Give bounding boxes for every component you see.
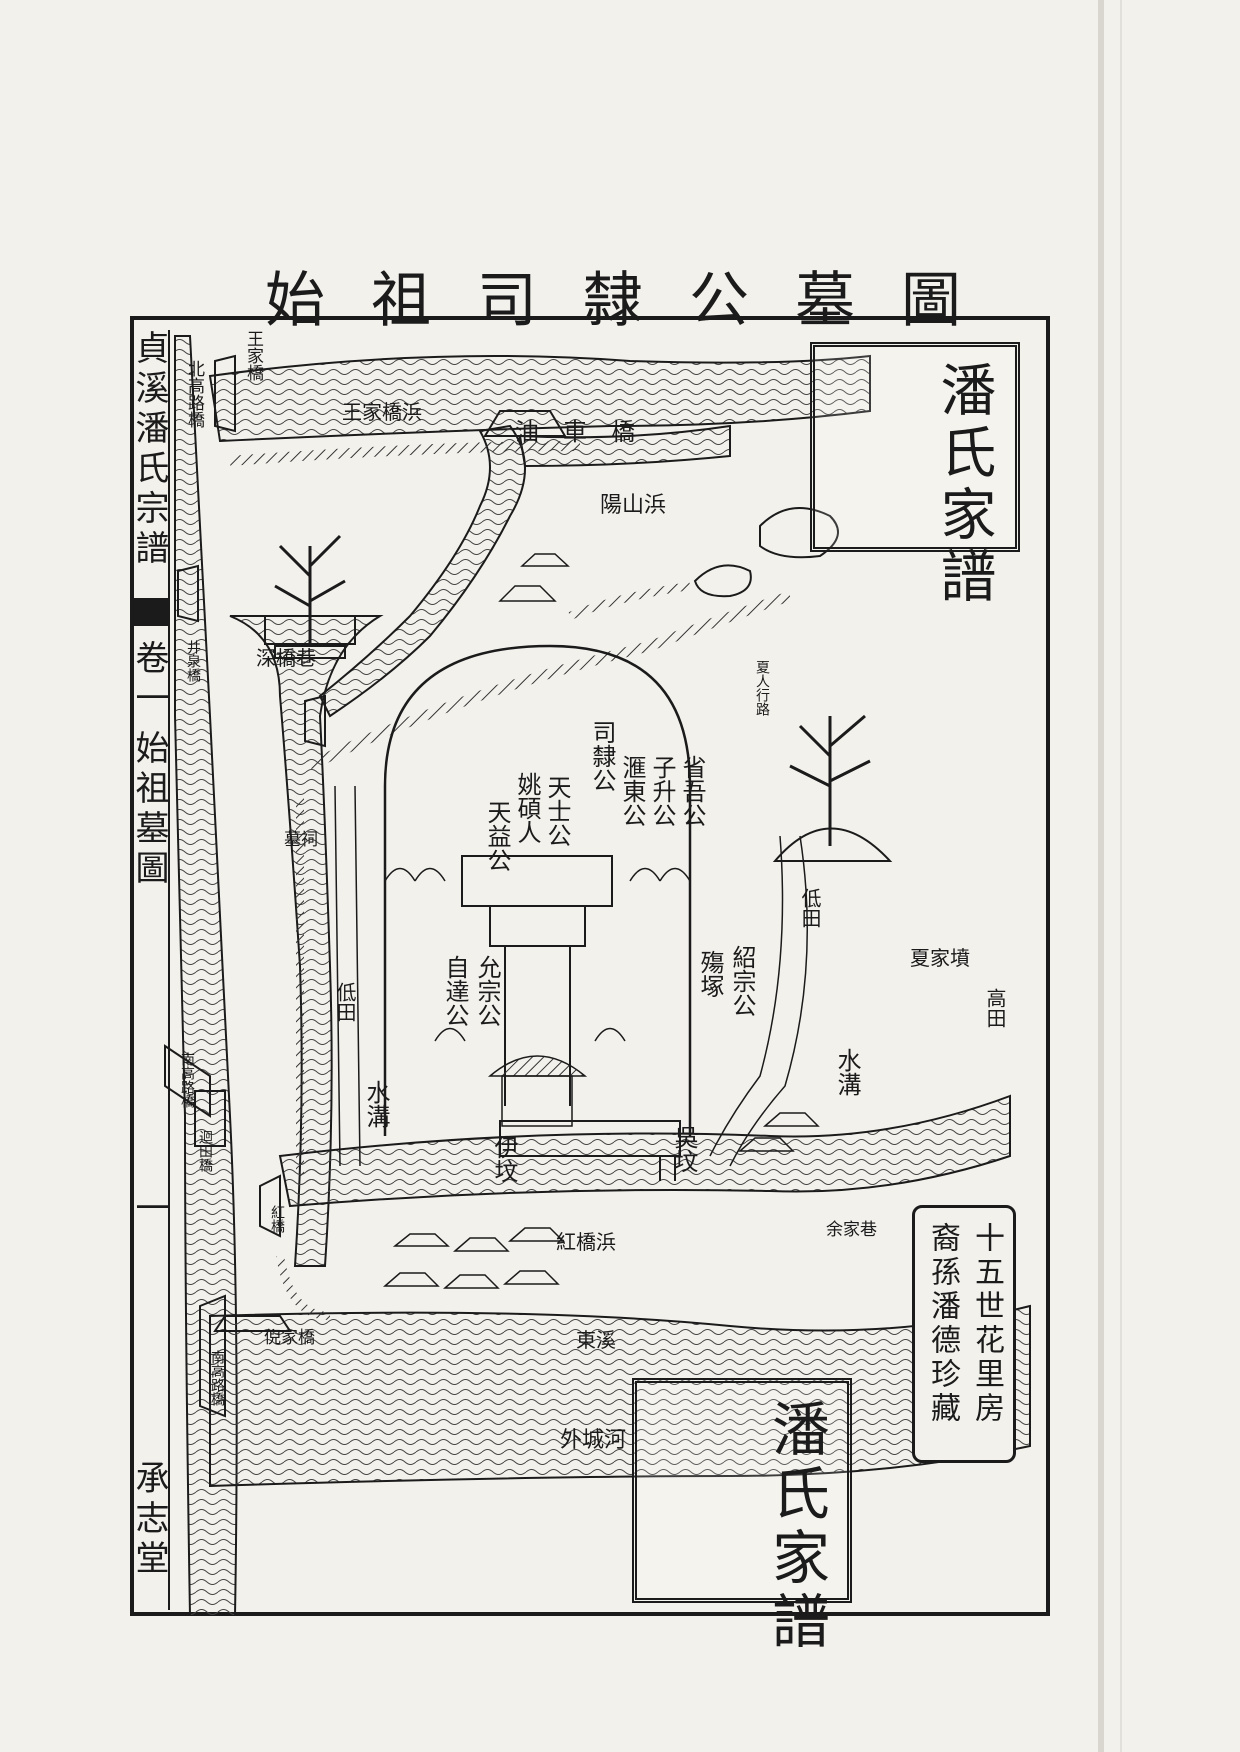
label-grave-shaozong: 紹宗公 [728, 945, 756, 1017]
label-ditch-left: 水溝 [362, 1080, 390, 1128]
lower-village [382, 1112, 820, 1289]
label-grave-zisheng: 子升公 [648, 755, 676, 827]
bottom-river [278, 1094, 1011, 1208]
label-dongxi: 東溪 [576, 1328, 616, 1352]
seal-top-text: 潘氏家譜 [931, 361, 996, 609]
bridge-glyph-southroad [164, 1044, 211, 1118]
label-crossing-path: 夏人行路 [754, 660, 770, 716]
label-grave-huidong: 滙東公 [618, 755, 646, 827]
bridge-glyph-south [199, 1294, 226, 1418]
rock-2 [693, 564, 752, 598]
tomb-altar [489, 905, 586, 947]
cemetery-enclosure [383, 644, 692, 1136]
spine-section: 始祖墓圖 [129, 730, 169, 890]
page-edge [1098, 0, 1104, 1752]
bridge-glyph-muci [304, 694, 326, 748]
label-waicheng-river: 外城河 [560, 1428, 627, 1453]
diagonal-creek [318, 424, 526, 718]
label-grave-zida: 自達公 [441, 955, 469, 1027]
provenance-note: 十五世花里房 裔孫潘德珍藏 [912, 1205, 1016, 1463]
label-hong-bridge: 紅橋 [269, 1205, 285, 1233]
spine-volume: 卷一 [129, 640, 169, 720]
label-mu-ci: 墓祠 [284, 830, 318, 850]
label-grave-wu-fen: 吳坟 [670, 1125, 698, 1173]
label-grave-yaoshuo: 姚碩人 [513, 772, 541, 844]
note-line-1: 十五世花里房 [969, 1222, 1004, 1426]
seal-bottom: 潘氏家譜 [632, 1378, 852, 1655]
label-south-bridge: 南高路橋 [209, 1350, 225, 1406]
bridge-glyph-youche [483, 410, 567, 437]
label-hong-creek: 紅橋浜 [556, 1230, 616, 1254]
label-high-field: 高田 [983, 988, 1007, 1028]
label-grave-xingwu: 省吾公 [678, 755, 706, 827]
spine-hall-name: 承志堂 [129, 1460, 169, 1580]
label-wang-bridge: 王家橋 [243, 330, 263, 381]
label-yu-lane: 余家巷 [826, 1220, 877, 1240]
bridge-glyph-hong [259, 1174, 281, 1238]
spine-page-number: 一 [129, 1190, 169, 1230]
label-grave-tianyi: 天益公 [483, 800, 511, 872]
spine-book-title: 貞溪潘氏宗譜 [129, 330, 169, 570]
embankment-path [568, 582, 691, 620]
seal-bottom-text: 潘氏家譜 [762, 1399, 830, 1655]
yangshan-creek [518, 424, 731, 468]
embankment-inner [307, 591, 792, 771]
label-low-field-right: 低田 [798, 888, 822, 928]
spine-fish-tail [130, 598, 170, 626]
page-edge-line [1120, 0, 1122, 1752]
label-yangshan-creek: 陽山浜 [600, 493, 667, 518]
label-low-field-left: 低田 [333, 982, 357, 1022]
bridge-glyph-wang [214, 354, 236, 433]
label-ni-bridge: 倪家橋 [264, 1328, 315, 1348]
embankment-top [229, 441, 581, 466]
label-grave-yi-fen: 伊坟 [490, 1135, 518, 1183]
label-xia-tomb: 夏家墳 [910, 946, 970, 970]
shenqiao-tree [274, 534, 346, 646]
map-frame [130, 316, 1050, 1616]
label-south-road-bridge: 南高路橋 [179, 1052, 195, 1108]
shenqiao-hut [264, 615, 356, 645]
label-grave-tianshi: 天士公 [543, 775, 571, 847]
label-shenqiao-lane: 深橋巷 [256, 646, 316, 670]
book-spine [130, 330, 170, 1610]
top-river [208, 354, 871, 443]
tomb-front-wall [499, 1120, 681, 1157]
waicheng-river-water [209, 1304, 1031, 1488]
map-drawing [164, 335, 1031, 1616]
label-grave-yunzong: 允宗公 [473, 955, 501, 1027]
bridge-glyph-jingquan [177, 564, 199, 623]
label-ditch-right: 水溝 [833, 1048, 861, 1096]
bridge-glyph-ni [213, 1315, 292, 1332]
label-grave-sili: 司隸公 [588, 720, 616, 792]
map-title: 始祖司隸公墓圖 [265, 266, 1007, 336]
seal-top: 潘氏家譜 [810, 342, 1020, 609]
label-youche-bridge: 油車橋 [515, 418, 659, 446]
winding-river [229, 615, 384, 1267]
embankment-bottom [276, 1255, 331, 1320]
label-wang-creek: 王家橋浜 [342, 400, 422, 424]
label-north-road-bridge: 北高路橋 [184, 360, 204, 428]
right-ditch [709, 835, 784, 1157]
note-line-2: 裔孫潘德珍藏 [925, 1222, 960, 1426]
houses-upper [498, 553, 570, 602]
bridge-glyph-huitian [194, 1090, 226, 1147]
xia-hill [772, 827, 893, 862]
label-grave-shang-zhong: 殤塚 [696, 950, 724, 998]
rock-1 [759, 507, 839, 559]
pavilion [487, 1055, 588, 1077]
label-huitian-bridge: 迴田橋 [197, 1130, 213, 1172]
label-jingquan-bridge: 井泉橋 [185, 640, 201, 682]
